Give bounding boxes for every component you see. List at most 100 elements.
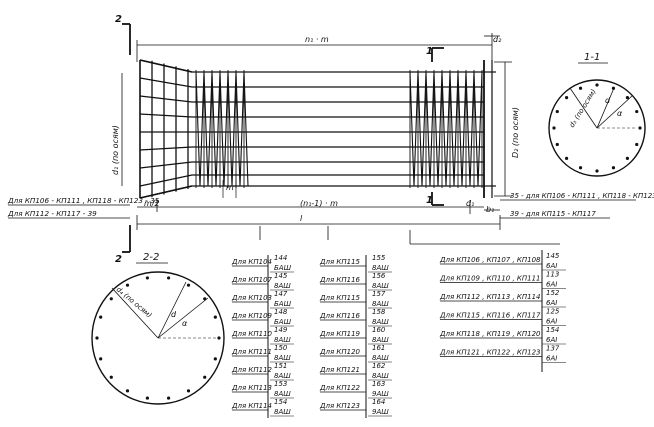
table-row-bottom: 8АШ	[372, 282, 389, 290]
table-row-top: 154	[274, 398, 287, 406]
dim-nl: n₁ · m	[305, 35, 329, 44]
bar-dot	[578, 166, 583, 170]
table-row-top: 158	[372, 308, 386, 316]
section-mark-1-bottom: 1	[426, 195, 433, 206]
bar-dot	[555, 142, 559, 147]
section-2-2: 2-2 d₄ (по осям) d α	[91, 252, 225, 405]
table-row-top: 152	[546, 289, 560, 297]
label-d2-axis: D₂ (по осям)	[511, 107, 520, 158]
section-1-1: 1-1 d₃ (по осям) d α	[548, 52, 646, 177]
bar-dot	[203, 375, 207, 379]
longitudinal-bar	[139, 95, 484, 103]
dim-m: m	[226, 183, 234, 192]
bar-dot	[578, 86, 583, 90]
longitudinal-bar	[139, 146, 484, 151]
table-row-top: 137	[546, 345, 560, 353]
table-row-bottom: 6АI	[546, 355, 557, 363]
bar-dot	[186, 283, 191, 287]
dim-d2-top: d₂	[493, 35, 502, 44]
bar-dot	[217, 336, 221, 340]
table-row-top: 125	[546, 308, 560, 316]
table-row-label: Для КП123	[319, 402, 360, 410]
label-d-11: d	[605, 96, 611, 105]
rings-taper	[151, 60, 189, 198]
table-row-top: 144	[274, 254, 287, 262]
table-row-top: 160	[372, 326, 386, 334]
table-row-label: Для КП109	[231, 312, 273, 320]
bar-dot	[611, 166, 616, 170]
longitudinal-bar	[139, 161, 484, 169]
table-row-label: Для КП103	[231, 294, 272, 302]
longitudinal-bar	[139, 185, 484, 199]
table-row-bottom: 6АI	[546, 318, 557, 326]
bar-dot	[595, 83, 599, 87]
table-row-top: 154	[546, 326, 559, 334]
cage-elevation: 2 2 n₁ · m d₂ 1 1 d₁ (по	[7, 14, 654, 265]
table-row-top: 157	[372, 290, 386, 298]
section-mark-2-bottom: 2	[115, 254, 122, 265]
spiral-winding-left	[195, 70, 249, 188]
bar-dot	[213, 315, 217, 319]
bar-dot	[625, 95, 630, 100]
bar-dot	[186, 389, 191, 393]
table-row-label: Для КП110	[231, 330, 273, 338]
bar-dot	[166, 276, 171, 280]
table-row-bottom: 9АШ	[372, 408, 389, 416]
table-row-bottom: 8АШ	[274, 336, 291, 344]
table-row-bottom: 8АШ	[274, 408, 291, 416]
bar-dot	[145, 276, 150, 280]
bar-dot	[564, 95, 569, 100]
table-row-label: Для КП122	[319, 384, 361, 392]
table-row-label: Для КП112	[231, 366, 273, 374]
table-row-label: Для КП116	[319, 276, 361, 284]
table-row-top: 149	[274, 326, 288, 334]
table-row-top: 163	[372, 380, 385, 388]
label-d-22: d	[171, 310, 177, 319]
table-row-bottom: 8АШ	[372, 318, 389, 326]
bar-dot	[166, 396, 171, 400]
table-row-bottom: 6АI	[546, 299, 557, 307]
table-row-bottom: БАШ	[274, 318, 292, 326]
table-row-label: Для КП107	[231, 276, 273, 284]
bar-dot	[625, 156, 630, 161]
table-row-bottom: 8АШ	[274, 354, 291, 362]
longitudinal-bars	[139, 59, 496, 199]
title-section-1-1: 1-1	[584, 52, 600, 63]
table-row-label: Для КП106 , КП107 , КП108	[439, 256, 541, 264]
table-row-top: 151	[274, 362, 287, 370]
table-row-top: 148	[274, 308, 288, 316]
table-row-top: 113	[546, 271, 559, 279]
label-alpha-11: α	[617, 109, 623, 118]
table-row-top: 161	[372, 344, 385, 352]
table-row-top: 155	[372, 254, 386, 262]
bar-dot	[125, 389, 130, 393]
note-left-2: Для КП112 - КП117 - 39	[7, 209, 97, 218]
label-alpha-22: α	[182, 319, 188, 328]
bar-dot	[555, 109, 559, 114]
note-left-1: Для КП106 - КП111 , КП118 - КП123 - 35	[7, 196, 160, 205]
table-row-label: Для КП113	[231, 384, 272, 392]
dim-b1: b₁	[486, 205, 494, 214]
table-row-label: Для КП116	[319, 312, 361, 320]
longitudinal-bar	[139, 113, 484, 118]
dim-n1-1m: (n₁-1) · m	[300, 199, 338, 208]
spiral-winding-right	[409, 70, 483, 188]
table-row-label: Для КП121 , КП122 , КП123	[439, 349, 541, 357]
table-row-label: Для КП111	[231, 348, 272, 356]
bar-dot	[109, 375, 113, 379]
table-row-label: Для КП119	[319, 330, 361, 338]
table-row-label: Для КП114	[231, 402, 272, 410]
bar-dots-2-2	[95, 276, 221, 400]
bar-dot	[638, 126, 642, 130]
bar-dot	[213, 357, 217, 361]
table-row-bottom: 6АI	[546, 262, 557, 270]
dim-m-half: m/2	[144, 199, 160, 208]
spiral-path	[195, 71, 249, 187]
bar-dot	[635, 109, 639, 114]
table-row-label: Для КП115	[319, 258, 361, 266]
longitudinal-bar	[139, 59, 484, 73]
table-row-bottom: 8АШ	[274, 372, 291, 380]
bar-dot	[552, 126, 556, 130]
